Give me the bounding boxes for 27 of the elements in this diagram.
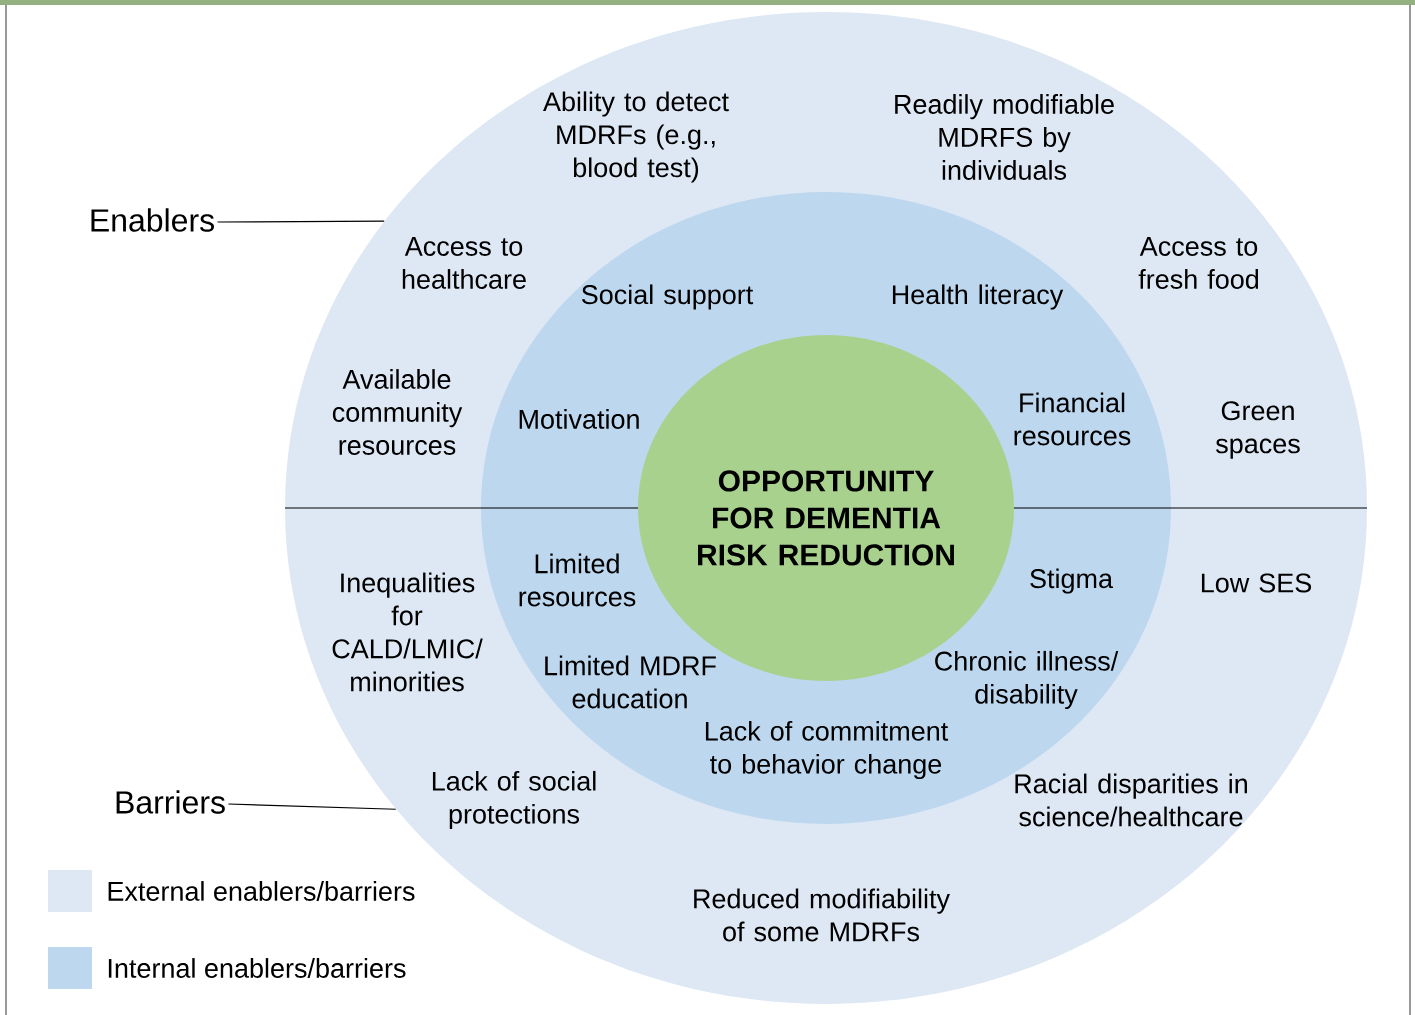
factor-label: Health literacy: [892, 284, 1064, 310]
factor-label: Lack of social protections: [432, 770, 596, 830]
factor-label: Available community resources: [332, 369, 463, 455]
factor-label: Inequalities for CALD/LMIC/ minorities: [332, 572, 483, 692]
factor-label: Access to fresh food: [1138, 237, 1259, 289]
legend-label: External enablers/barriers: [108, 881, 415, 901]
factor-label: Green spaces: [1216, 401, 1300, 459]
factor-label: Chronic illness/ disability: [935, 650, 1119, 710]
center-title: OPPORTUNITY FOR DEMENTIA RISK REDUCTION: [698, 470, 954, 566]
leader-line: [227, 803, 397, 810]
legend-label: Internal enablers/barriers: [108, 958, 406, 978]
factor-label: Racial disparities in science/healthcare: [1015, 773, 1247, 827]
factor-label: Readily modifiable MDRFS by individuals: [895, 94, 1114, 180]
factor-label: Limited resources: [519, 553, 636, 607]
side-label: Barriers: [116, 790, 225, 814]
factor-label: Low SES: [1201, 573, 1312, 593]
factor-label: Access to healthcare: [402, 237, 526, 289]
factor-label: Ability to detect MDRFs (e.g., blood test): [543, 91, 729, 183]
factor-label: Motivation: [519, 409, 639, 429]
factor-label: Lack of commitment to behavior change: [705, 720, 949, 780]
side-label: Enablers: [91, 208, 214, 232]
factor-label: Reduced modifiability of some MDRFs: [694, 888, 950, 942]
factor-label: Financial resources: [1014, 392, 1131, 446]
factor-label: Limited MDRF education: [545, 655, 716, 709]
leader-line: [216, 220, 385, 223]
factor-label: Social support: [581, 284, 754, 310]
factor-label: Stigma: [1030, 568, 1114, 594]
